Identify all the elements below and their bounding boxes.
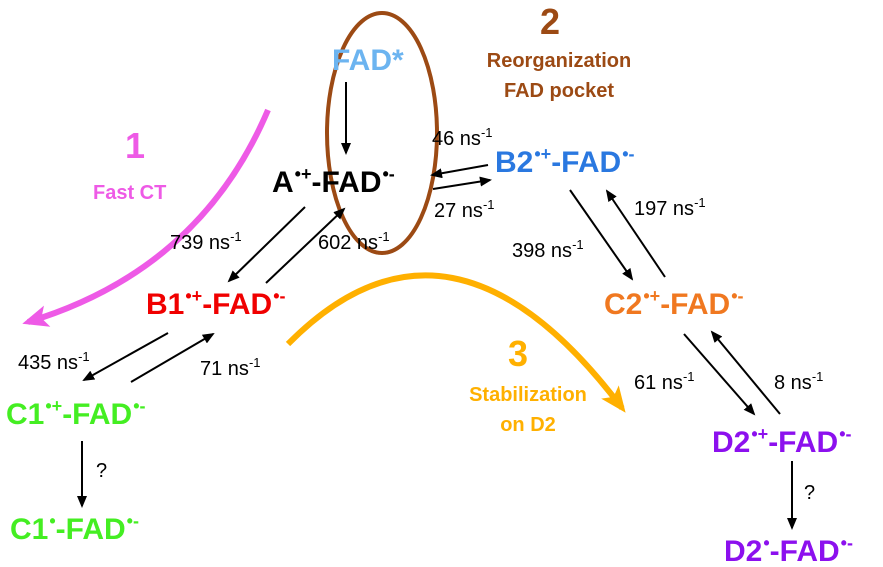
state-d2-final-base: D2 [724, 535, 763, 567]
state-b2-radical: •+ [534, 144, 552, 164]
arrow-b2-to-a [430, 164, 489, 179]
rate-b2-to-c2: 398 ns-1 [512, 237, 584, 264]
state-c2: C2•+-FAD•- [604, 286, 743, 323]
state-b2: B2•+-FAD•- [495, 144, 634, 181]
arrow-a-to-b2 [432, 176, 492, 190]
state-b1-radical: •+ [185, 286, 203, 306]
state-d2-final-link: -FAD [769, 535, 840, 567]
state-c1-radical: •+ [45, 396, 63, 416]
rate-a-to-b2-exp: -1 [482, 197, 495, 212]
rate-d2-unknown: ? [804, 482, 816, 504]
rate-b1-to-c1-exp: -1 [78, 349, 90, 364]
rate-c2-to-d2-value: 61 ns [634, 372, 683, 394]
rate-c2-to-b2: 197 ns-1 [634, 195, 706, 222]
process-3-line1: Stabilization [469, 384, 587, 406]
rate-a-to-b2-value: 27 ns [434, 200, 483, 222]
rate-c2-to-d2-exp: -1 [682, 369, 695, 384]
rate-d2-to-c2-exp: -1 [811, 369, 824, 384]
state-b2-radical2: •- [622, 144, 635, 164]
state-a: A•+-FAD•- [272, 164, 395, 201]
rate-b2-to-a-exp: -1 [480, 125, 493, 140]
state-c2-radical2: •- [731, 286, 744, 306]
process-3-line2: on D2 [500, 414, 556, 436]
arrow-b2-to-c2 [569, 189, 634, 281]
state-c2-base: C2 [604, 288, 643, 321]
state-c2-radical: •+ [643, 286, 661, 306]
rate-b2-to-c2-value: 398 ns [512, 240, 573, 262]
stabilization-arrow [285, 272, 626, 413]
state-c1-final: C1•-FAD•- [10, 511, 139, 548]
arrow-b1-to-a [265, 207, 346, 284]
state-a-base: A [272, 166, 294, 199]
state-c1-final-link: -FAD [55, 513, 126, 546]
rate-a-to-b1: 739 ns-1 [170, 229, 242, 256]
state-b1: B1•+-FAD•- [146, 286, 285, 323]
process-2-line2: FAD pocket [503, 80, 615, 102]
rate-d2-to-c2: 8 ns-1 [774, 369, 824, 396]
state-c1-radical2: •- [133, 396, 146, 416]
rate-b2-to-a: 46 ns-1 [432, 125, 493, 152]
process-2-label: Reorganization FAD pocket [464, 46, 654, 106]
arrow-c1-to-b1 [130, 332, 215, 383]
state-a-link: -FAD [311, 166, 382, 199]
rate-b1-to-a-value: 602 ns [318, 232, 379, 254]
state-b1-base: B1 [146, 288, 185, 321]
rate-b2-to-a-value: 46 ns [432, 128, 481, 150]
rate-a-to-b1-exp: -1 [230, 229, 242, 244]
rate-c1-to-b1: 71 ns-1 [200, 355, 261, 382]
state-b1-link: -FAD [202, 288, 273, 321]
fad-pocket-ellipse [325, 11, 439, 255]
state-d2-final-radical2: •- [840, 533, 853, 553]
rate-b1-to-c1-value: 435 ns [18, 352, 79, 374]
arrow-c2-to-b2 [605, 189, 666, 278]
state-b2-base: B2 [495, 146, 534, 179]
rate-b1-to-c1: 435 ns-1 [18, 349, 90, 376]
state-d2-base: D2 [712, 426, 751, 459]
state-d2-link: -FAD [768, 426, 839, 459]
state-d2-final-radical: • [763, 533, 770, 553]
rate-a-to-b1-value: 739 ns [170, 232, 231, 254]
rate-c2-to-b2-value: 197 ns [634, 198, 695, 220]
state-a-radical: •+ [294, 164, 312, 184]
rate-c1-to-b1-value: 71 ns [200, 358, 249, 380]
state-c1-final-radical: • [49, 511, 56, 531]
state-b1-radical2: •- [273, 286, 286, 306]
arrow-c2-to-d2 [683, 333, 756, 416]
process-1-number: 1 [125, 125, 146, 166]
rate-a-to-b2: 27 ns-1 [434, 197, 495, 224]
rate-b2-to-c2-exp: -1 [572, 237, 584, 252]
state-d2-radical2: •- [839, 424, 852, 444]
state-fad-star: FAD* [332, 46, 404, 76]
rate-c1-unknown: ? [96, 460, 108, 482]
process-2-line1: Reorganization [486, 50, 632, 72]
process-3-label: Stabilization on D2 [428, 380, 628, 440]
state-a-radical2: •- [382, 164, 395, 184]
rate-b1-to-a-exp: -1 [378, 229, 390, 244]
arrow-d2-to-c2 [710, 330, 781, 415]
process-2-number: 2 [540, 1, 561, 42]
process-3-number: 3 [508, 333, 529, 374]
process-1-label: Fast CT [93, 182, 167, 204]
rate-c2-to-b2-exp: -1 [694, 195, 706, 210]
rate-b1-to-a: 602 ns-1 [318, 229, 390, 256]
rate-c2-to-d2: 61 ns-1 [634, 369, 695, 396]
fast-ct-arrow [22, 108, 271, 327]
rate-d2-to-c2-value: 8 ns [774, 372, 812, 394]
state-c1-link: -FAD [62, 398, 133, 431]
state-c1-base: C1 [6, 398, 45, 431]
rate-c1-to-b1-exp: -1 [248, 355, 261, 370]
arrow-a-to-b1 [227, 206, 306, 283]
state-d2: D2•+-FAD•- [712, 424, 851, 461]
state-d2-radical: •+ [751, 424, 769, 444]
arrow-b1-to-c1 [82, 332, 169, 381]
state-b2-link: -FAD [551, 146, 622, 179]
state-d2-final: D2•-FAD•- [724, 533, 853, 567]
state-c2-link: -FAD [660, 288, 731, 321]
fad-star-label: FAD* [332, 44, 404, 77]
state-c1-final-base: C1 [10, 513, 49, 546]
state-c1-final-radical2: •- [126, 511, 139, 531]
state-c1: C1•+-FAD•- [6, 396, 145, 433]
